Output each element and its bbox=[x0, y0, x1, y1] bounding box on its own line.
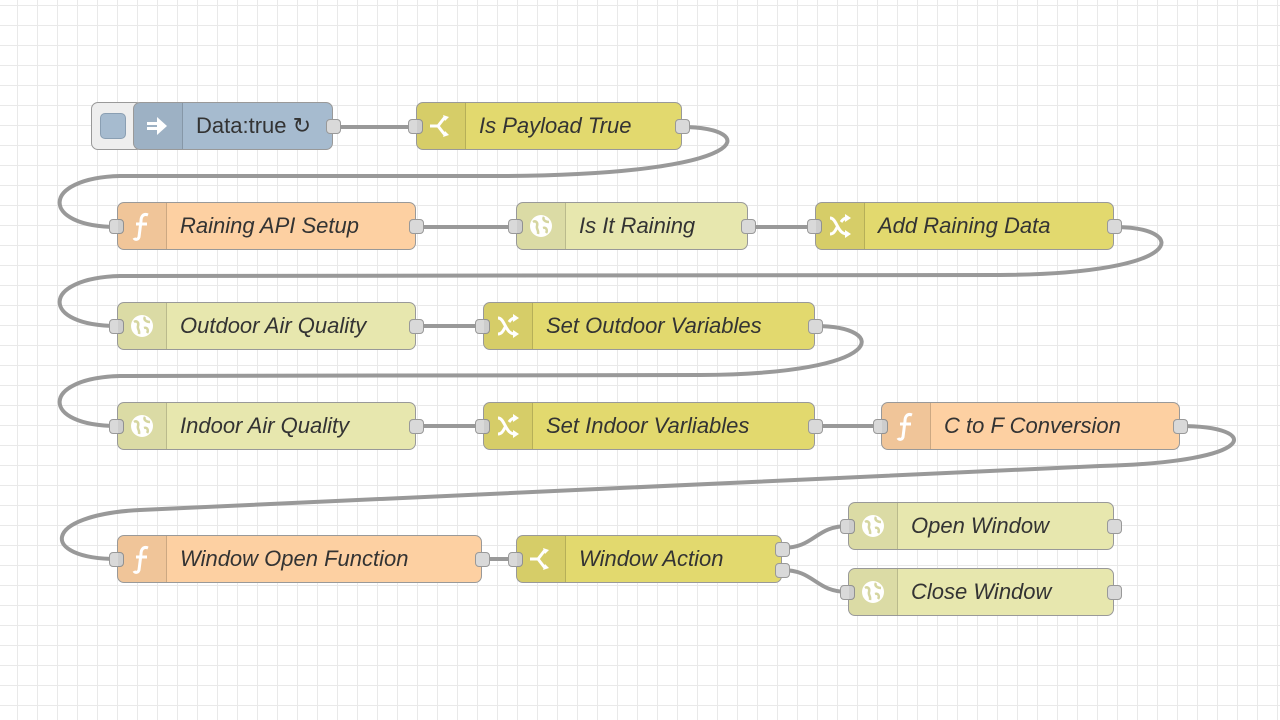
node-label: Set Outdoor Variables bbox=[546, 313, 762, 338]
node-c-to-f-conversion[interactable]: C to F Conversion bbox=[873, 402, 1188, 450]
node-label: Add Raining Data bbox=[878, 213, 1051, 238]
output-port[interactable] bbox=[741, 219, 756, 234]
node-label: Window Open Function bbox=[180, 546, 409, 571]
inject-trigger-square[interactable] bbox=[100, 113, 126, 139]
node-label: Data:true ↻ bbox=[196, 113, 312, 138]
node-label: Indoor Air Quality bbox=[180, 413, 350, 438]
node-is-payload-true[interactable]: Is Payload True bbox=[408, 102, 690, 150]
output-port[interactable] bbox=[1107, 519, 1122, 534]
output-port[interactable] bbox=[326, 119, 341, 134]
node-window-action[interactable]: Window Action bbox=[508, 535, 790, 583]
input-port[interactable] bbox=[873, 419, 888, 434]
input-port[interactable] bbox=[840, 585, 855, 600]
globe-icon bbox=[517, 203, 566, 249]
input-port[interactable] bbox=[475, 319, 490, 334]
output-port[interactable] bbox=[475, 552, 490, 567]
output-port[interactable] bbox=[675, 119, 690, 134]
node-label: Outdoor Air Quality bbox=[180, 313, 367, 338]
function-icon bbox=[118, 203, 167, 249]
shuffle-icon bbox=[816, 203, 865, 249]
switch-icon bbox=[417, 103, 466, 149]
node-set-indoor-variables[interactable]: Set Indoor Varliables bbox=[475, 402, 823, 450]
node-close-window[interactable]: Close Window bbox=[840, 568, 1122, 616]
function-icon bbox=[882, 403, 931, 449]
node-set-outdoor-variables[interactable]: Set Outdoor Variables bbox=[475, 302, 823, 350]
wire-window-action-to-open-window bbox=[780, 524, 850, 550]
output-port[interactable] bbox=[808, 319, 823, 334]
globe-icon bbox=[118, 403, 167, 449]
input-port[interactable] bbox=[840, 519, 855, 534]
output-port[interactable] bbox=[1173, 419, 1188, 434]
output-port[interactable] bbox=[1107, 585, 1122, 600]
arrow-in-icon bbox=[134, 103, 183, 149]
shuffle-icon bbox=[484, 303, 533, 349]
node-label: Set Indoor Varliables bbox=[546, 413, 750, 438]
node-label: Is It Raining bbox=[579, 213, 696, 238]
node-label: Close Window bbox=[911, 579, 1052, 604]
node-indoor-air-quality[interactable]: Indoor Air Quality bbox=[109, 402, 424, 450]
input-port[interactable] bbox=[807, 219, 822, 234]
node-label: Open Window bbox=[911, 513, 1049, 538]
node-raining-api-setup[interactable]: Raining API Setup bbox=[109, 202, 424, 250]
globe-icon bbox=[849, 569, 898, 615]
switch-icon bbox=[517, 536, 566, 582]
input-port[interactable] bbox=[508, 552, 523, 567]
input-port[interactable] bbox=[109, 552, 124, 567]
output-port[interactable] bbox=[1107, 219, 1122, 234]
node-label: Raining API Setup bbox=[180, 213, 359, 238]
shuffle-icon bbox=[484, 403, 533, 449]
output-port[interactable] bbox=[409, 319, 424, 334]
output-port-2[interactable] bbox=[775, 563, 790, 578]
node-label: Is Payload True bbox=[479, 113, 632, 138]
wire-window-action-to-close-window bbox=[780, 568, 850, 594]
globe-icon bbox=[118, 303, 167, 349]
node-label: Window Action bbox=[579, 546, 724, 571]
node-label: C to F Conversion bbox=[944, 413, 1121, 438]
input-port[interactable] bbox=[508, 219, 523, 234]
output-port[interactable] bbox=[409, 219, 424, 234]
node-window-open-function[interactable]: Window Open Function bbox=[109, 535, 490, 583]
node-outdoor-air-quality[interactable]: Outdoor Air Quality bbox=[109, 302, 424, 350]
node-inject[interactable]: Data:true ↻ bbox=[133, 102, 341, 150]
globe-icon bbox=[849, 503, 898, 549]
node-open-window[interactable]: Open Window bbox=[840, 502, 1122, 550]
output-port[interactable] bbox=[409, 419, 424, 434]
input-port[interactable] bbox=[475, 419, 490, 434]
input-port[interactable] bbox=[109, 419, 124, 434]
node-is-it-raining[interactable]: Is It Raining bbox=[508, 202, 756, 250]
input-port[interactable] bbox=[109, 219, 124, 234]
input-port[interactable] bbox=[408, 119, 423, 134]
input-port[interactable] bbox=[109, 319, 124, 334]
output-port[interactable] bbox=[808, 419, 823, 434]
function-icon bbox=[118, 536, 167, 582]
node-add-raining-data[interactable]: Add Raining Data bbox=[807, 202, 1122, 250]
output-port-1[interactable] bbox=[775, 542, 790, 557]
